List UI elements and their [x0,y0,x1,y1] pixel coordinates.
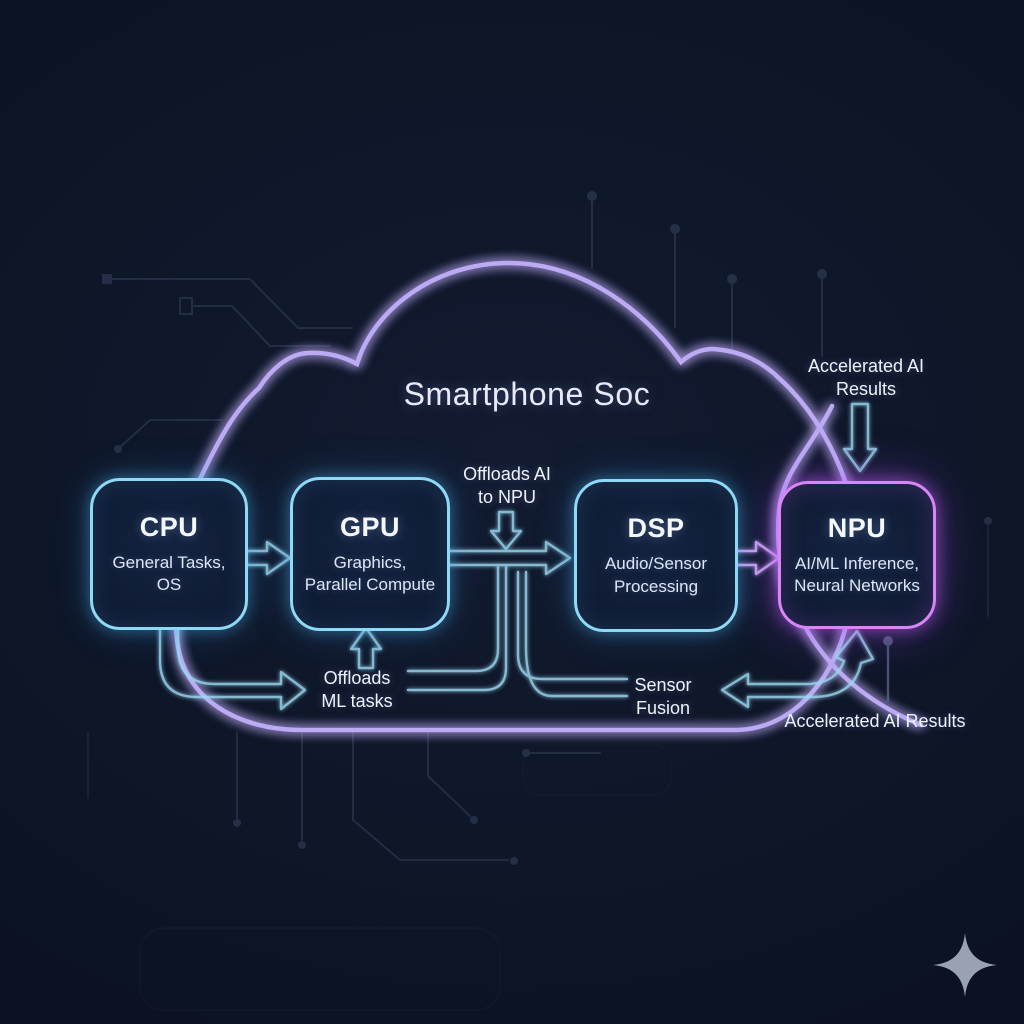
gpu-subtitle: Graphics, Parallel Compute [304,552,436,594]
label-offloads-ml-tasks: Offloads ML tasks [321,668,393,712]
node-dsp: DSP Audio/Sensor Processing [574,479,738,632]
arrow-offloads-ml-right [279,670,307,711]
sensor-fusion-npu-bus-arrow [720,629,875,709]
label-sensor-fusion: Sensor Fusion [634,675,692,719]
label-accelerated-ai-results-top: Accelerated AI Results [807,356,925,400]
arrow-cpu-to-gpu [244,540,292,576]
npu-subtitle: AI/ML Inference, Neural Networks [794,553,920,595]
label-accelerated-ai-results-bottom: Accelerated AI Results [784,711,966,731]
cpu-title: CPU [139,511,199,542]
node-gpu: GPU Graphics, Parallel Compute [290,477,450,631]
npu-title: NPU [827,512,887,543]
sparkle-icon [933,933,997,997]
diagram-title: Smartphone Soc [403,376,651,412]
gpu-title: GPU [339,511,400,542]
arrow-offloads-ai-down [489,510,523,551]
cpu-subtitle: General Tasks, OS [112,552,226,594]
arrow-gpu-up [349,626,383,670]
label-offloads-ai-to-npu: Offloads AI to NPU [463,464,551,508]
arrow-accelerated-results-down [842,402,878,473]
node-npu: NPU AI/ML Inference, Neural Networks [778,481,936,629]
arrow-dsp-to-npu [732,540,781,576]
dsp-title: DSP [627,513,685,544]
npu-pin-trace [883,636,893,702]
arrow-gpu-to-dsp [444,540,572,576]
cpu-to-ml-tasks-lines [158,620,283,699]
bus-drop-lines [406,564,629,698]
node-cpu: CPU General Tasks, OS [90,478,248,630]
dsp-subtitle: Audio/Sensor Processing [604,554,708,596]
circuit-traces [87,191,992,1011]
